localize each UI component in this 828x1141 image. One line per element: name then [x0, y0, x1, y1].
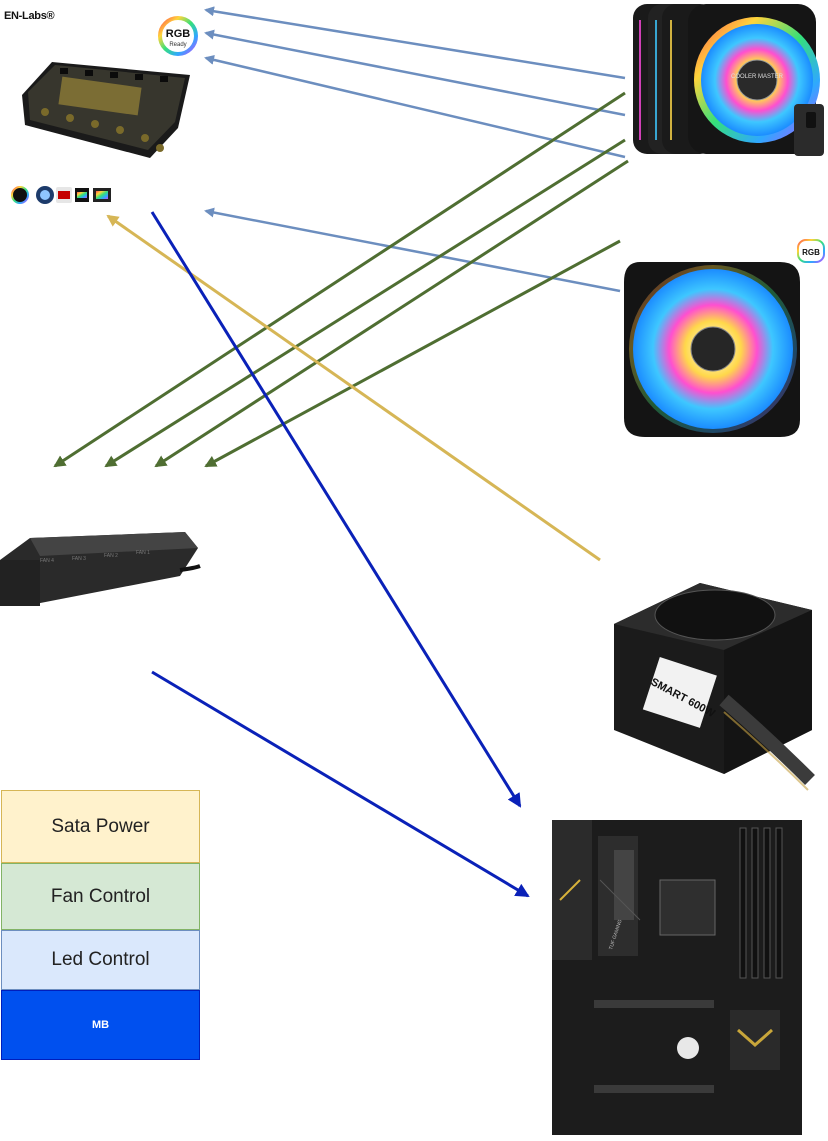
psu-label: SMART 600W	[642, 657, 717, 728]
led-arrow-4	[204, 207, 621, 293]
fan-arrow-3	[154, 159, 629, 468]
sata-power-arrow	[106, 214, 601, 562]
rgb-ready-badge: RGB Ready	[158, 16, 198, 56]
fan-pack-brand: COOLER MASTER	[731, 74, 784, 80]
legend-mb: MB	[1, 990, 200, 1060]
enlabs-logo: EN-Labs®	[4, 10, 55, 22]
mb-arrow-2	[151, 670, 530, 898]
port-fan-1: FAN 1	[136, 550, 150, 556]
legend-led-control-label: Led Control	[51, 949, 150, 970]
port-fan-4: FAN 4	[40, 558, 54, 564]
rgb-small-badge: RGB	[797, 239, 825, 263]
compatibility-logos	[11, 186, 111, 204]
fan-arrow-2	[104, 138, 626, 468]
motherboard-image: TUF GAMING	[552, 820, 802, 1135]
rgb-hub-image	[22, 62, 190, 158]
legend-led-control: Led Control	[1, 930, 200, 990]
fan-pack-image: COOLER MASTER	[633, 4, 824, 156]
single-fan-image	[624, 262, 800, 437]
fan-arrow-4	[204, 239, 621, 468]
legend-fan-control: Fan Control	[1, 863, 200, 930]
legend-sata-power-label: Sata Power	[51, 815, 150, 837]
fan-controller-image: FAN 4 FAN 3 FAN 2 FAN 1	[0, 532, 201, 606]
mb-arrow-1	[150, 211, 522, 808]
led-arrow-1	[204, 6, 626, 80]
led-arrow-3	[204, 54, 626, 159]
port-fan-2: FAN 2	[104, 553, 118, 559]
legend-sata-power: Sata Power	[1, 790, 200, 863]
fan-arrow-1	[53, 91, 626, 468]
rgb-small-badge-text: RGB	[802, 248, 820, 257]
rgb-badge-sub: Ready	[169, 42, 186, 48]
port-fan-3: FAN 3	[72, 556, 86, 562]
rgb-badge-main: RGB	[166, 28, 191, 40]
fan-control-connectors	[53, 91, 629, 468]
legend-mb-label: MB	[91, 1019, 110, 1031]
mb-connectors	[150, 211, 530, 898]
led-control-connectors	[204, 6, 626, 293]
led-arrow-2	[204, 29, 626, 117]
legend-fan-control-label: Fan Control	[50, 885, 151, 907]
psu-image: SMART 600W	[614, 583, 815, 791]
